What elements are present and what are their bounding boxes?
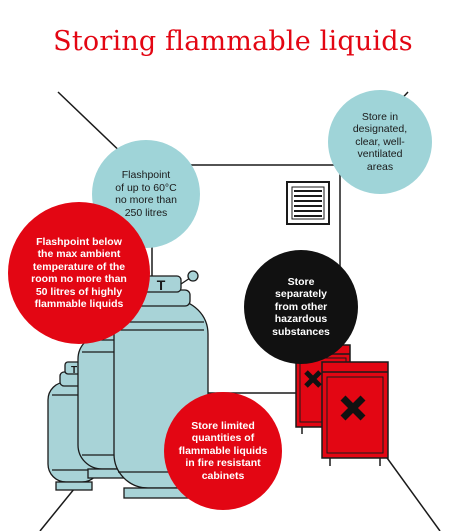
page-title: Storing flammable liquids [53, 26, 413, 57]
flashpoint-below-bubble: Flashpoint below the max ambient tempera… [8, 202, 150, 344]
svg-text:T: T [71, 365, 77, 376]
fire-cabinets-bubble: Store limited quantities of flammable li… [164, 392, 282, 510]
svg-text:T: T [157, 277, 166, 293]
air-vent-icon [286, 181, 330, 225]
store-separately-bubble: Store separately from other hazardous su… [244, 250, 358, 364]
designated-areas-bubble: Store in designated, clear, well- ventil… [328, 90, 432, 194]
